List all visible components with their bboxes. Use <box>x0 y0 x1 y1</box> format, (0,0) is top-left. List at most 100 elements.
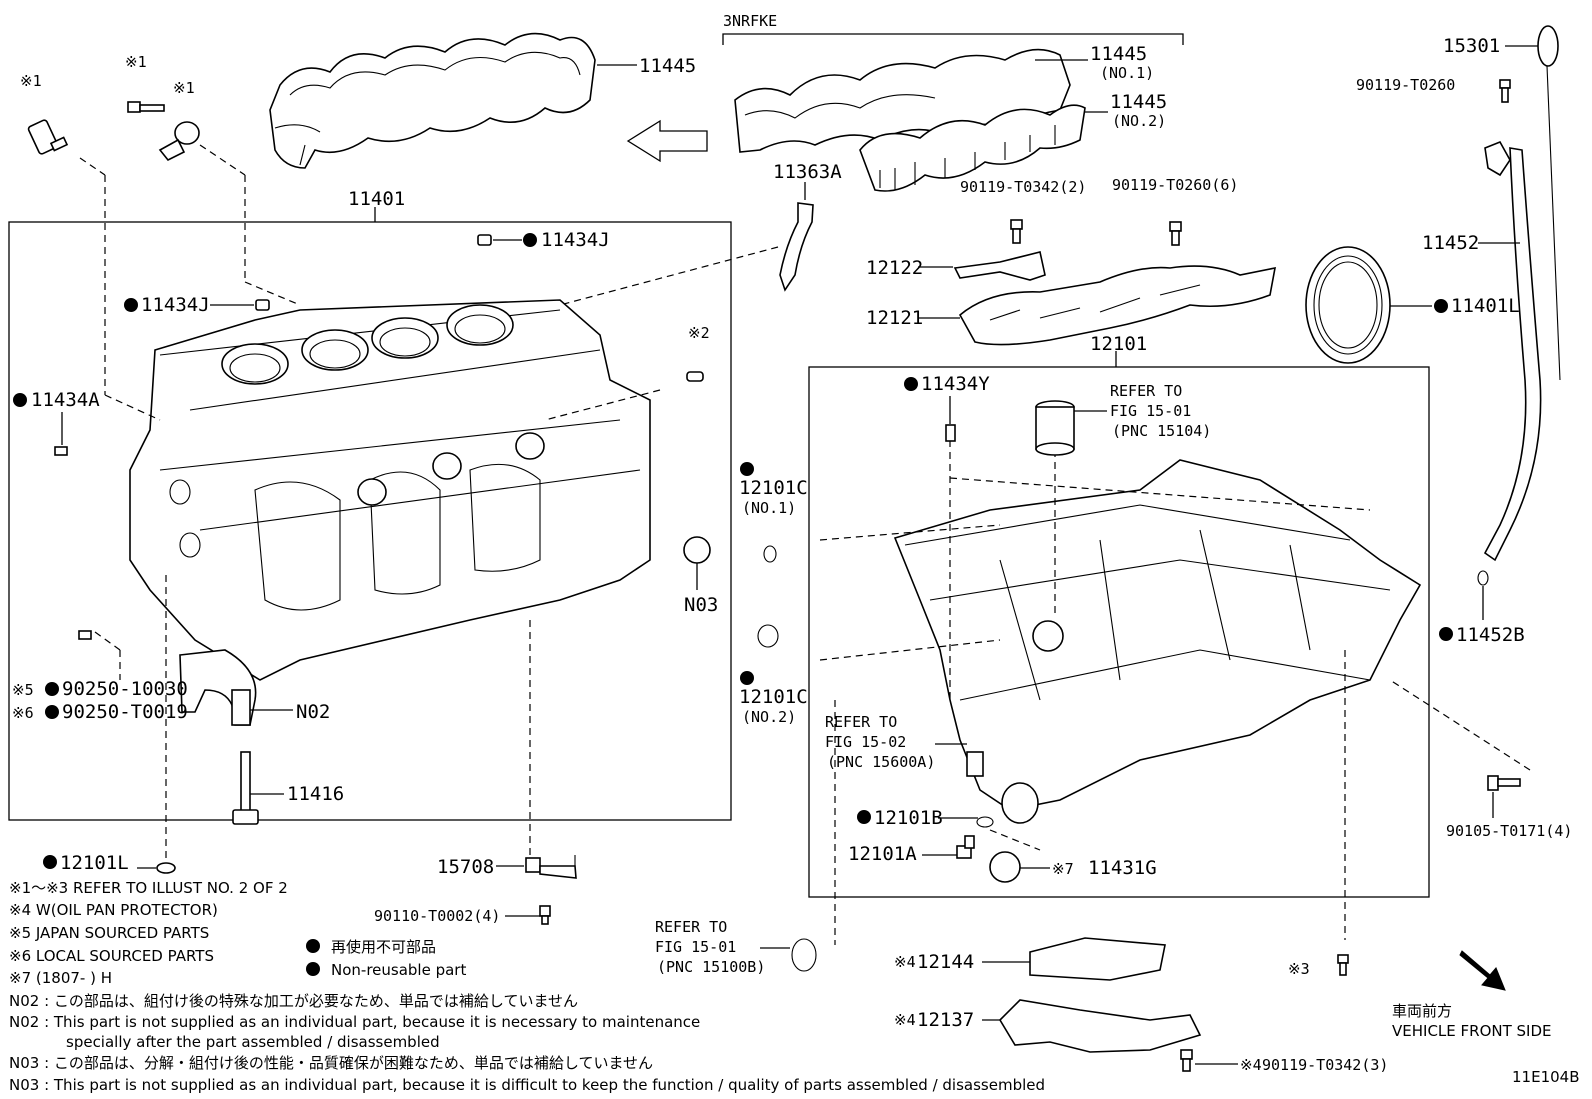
callout-12122: 12122 <box>866 257 923 279</box>
bearing-cap-n02-illustration <box>179 649 257 726</box>
protector-12137-illustration <box>998 999 1202 1053</box>
bolt-90119-t0342-illustration <box>1010 219 1023 244</box>
refer-2-line2: FIG 15-02 <box>825 733 906 751</box>
cylinder-block-illustration <box>129 299 651 681</box>
dipstick-15301-illustration <box>1546 65 1561 381</box>
insulator-no1-illustration <box>734 48 1071 153</box>
callout-12101a: 12101A <box>848 843 917 865</box>
callout-12101l: 12101L <box>60 852 129 874</box>
plug-11431g-illustration <box>989 851 1021 883</box>
callout-90119-t0342-3: 90119-T0342(3) <box>1262 1056 1388 1074</box>
callout-11434j-a: 11434J <box>541 229 610 251</box>
bracket-11363a-illustration <box>779 202 814 292</box>
legend-4: ※4 W(OIL PAN PROTECTOR) <box>9 901 218 919</box>
callout-90105-t0171: 90105-T0171(4) <box>1446 822 1572 840</box>
drain-plug-12101a-illustration <box>956 835 975 859</box>
oil-filter-element-illustration <box>1035 400 1075 456</box>
bolt-11416-illustration <box>232 751 259 825</box>
callout-11434j-b: 11434J <box>141 294 210 316</box>
callout-12101c-2: 12101C <box>739 686 808 708</box>
callout-12101c-2-sub: (NO.2) <box>742 708 796 726</box>
callout-12137: 12137 <box>917 1009 974 1031</box>
mark-3: ※3 <box>1288 960 1310 978</box>
guide-11452-illustration <box>1483 147 1542 562</box>
insulator-no2-illustration <box>859 104 1086 192</box>
sensor-illustration <box>27 119 69 155</box>
callout-11445-no1: 11445 <box>1090 43 1147 65</box>
callout-11431g: 11431G <box>1088 857 1157 879</box>
callout-11452b: 11452B <box>1456 624 1525 646</box>
callout-n03: N03 <box>684 594 718 616</box>
bolt-90110-illustration <box>539 905 551 925</box>
refer-1-line1: REFER TO <box>1110 382 1182 400</box>
cylinder-block-frame <box>8 221 732 821</box>
mark-5: ※5 <box>12 681 34 699</box>
note-n02-jp: N02 : この部品は、組付け後の特殊な加工が必要なため、単品では補給していませ… <box>9 992 578 1010</box>
callout-11401: 11401 <box>348 188 405 210</box>
bolt-mark3-illustration <box>1337 954 1349 976</box>
callout-12101: 12101 <box>1090 333 1147 355</box>
bolt-90119-t0342-3-illustration <box>1180 1049 1193 1072</box>
bolt-90119-t0260-right-illustration <box>1499 79 1511 103</box>
crankcase-frame <box>808 366 1430 898</box>
dipstick-handle-15301-illustration <box>1537 25 1559 67</box>
callout-90119-t0260: 90119-T0260 <box>1356 76 1455 94</box>
legend-1-3: ※1～※3 REFER TO ILLUST NO. 2 OF 2 <box>9 879 288 897</box>
callout-12101c-1-sub: (NO.1) <box>742 499 796 517</box>
relief-valve-illustration <box>966 751 984 777</box>
mark-6: ※6 <box>12 704 34 722</box>
plug-n03-illustration <box>683 536 711 564</box>
callout-90250-10030: 90250-10030 <box>62 678 188 700</box>
mark-4-b: ※4 <box>894 1011 916 1029</box>
refer-3-line2: FIG 15-01 <box>655 938 736 956</box>
callout-12144: 12144 <box>917 951 974 973</box>
legend-7: ※7 (1807- ) H <box>9 969 112 987</box>
callout-12101c-1: 12101C <box>739 477 808 499</box>
insulator-11445-illustration <box>269 32 596 169</box>
clamp-mark1-illustration <box>158 121 200 162</box>
legend-5: ※5 JAPAN SOURCED PARTS <box>9 924 209 942</box>
vehicle-front-arrow <box>1459 950 1506 991</box>
callout-11445-no2: 11445 <box>1110 91 1167 113</box>
non-reusable-dot <box>1434 299 1448 313</box>
gasket-12101l-illustration <box>156 862 176 874</box>
mark-4-c: ※4 <box>1240 1056 1262 1074</box>
direction-jp: 車両前方 <box>1392 1002 1452 1020</box>
direction-arrow <box>626 119 708 163</box>
legend-6: ※6 LOCAL SOURCED PARTS <box>9 947 214 965</box>
mark-1-c: ※1 <box>173 79 195 97</box>
callout-15708: 15708 <box>437 856 494 878</box>
callout-90119-t0260-6: 90119-T0260(6) <box>1112 176 1238 194</box>
note-n02-en-2: specially after the part assembled / dis… <box>66 1033 440 1051</box>
mark-4-a: ※4 <box>894 953 916 971</box>
callout-11445-no1-sub: (NO.1) <box>1100 64 1154 82</box>
refer-1-line3: (PNC 15104) <box>1112 422 1211 440</box>
mark-1-b: ※1 <box>125 53 147 71</box>
callout-11452: 11452 <box>1422 232 1479 254</box>
refer-2-line1: REFER TO <box>825 713 897 731</box>
callout-11445-top: 11445 <box>639 55 696 77</box>
callout-11363a: 11363A <box>773 161 842 183</box>
diagram-id: 11E104B <box>1512 1068 1580 1086</box>
note-n03-jp: N03 : この部品は、分解・組付け後の性能・品質確保が困難なため、単品では補給… <box>9 1054 653 1072</box>
mark-2: ※2 <box>688 324 710 342</box>
note-n03-en: N03 : This part is not supplied as an in… <box>9 1076 1045 1094</box>
oil-seal-11401l-illustration <box>1305 246 1391 364</box>
callout-12101b: 12101B <box>874 807 943 829</box>
o-ring-refer3-illustration <box>791 938 817 972</box>
callout-11401l: 11401L <box>1451 295 1520 317</box>
callout-11416: 11416 <box>287 783 344 805</box>
bolt-90119-t0260-illustration <box>1169 221 1182 246</box>
note-n02-en-1: N02 : This part is not supplied as an in… <box>9 1013 700 1031</box>
plate-12122-illustration <box>953 251 1046 281</box>
refer-3-line1: REFER TO <box>655 918 727 936</box>
callout-15301: 15301 <box>1443 35 1500 57</box>
o-ring-11452b-illustration <box>1477 570 1489 586</box>
refer-2-line3: (PNC 15600A) <box>827 753 935 771</box>
non-reusable-jp: 再使用不可部品 <box>331 938 436 956</box>
oil-jet-15708-illustration <box>525 855 577 879</box>
protector-12144-illustration <box>1029 937 1166 981</box>
callout-90110-t0002: 90110-T0002(4) <box>374 907 500 925</box>
callout-11445-no2-sub: (NO.2) <box>1112 112 1166 130</box>
